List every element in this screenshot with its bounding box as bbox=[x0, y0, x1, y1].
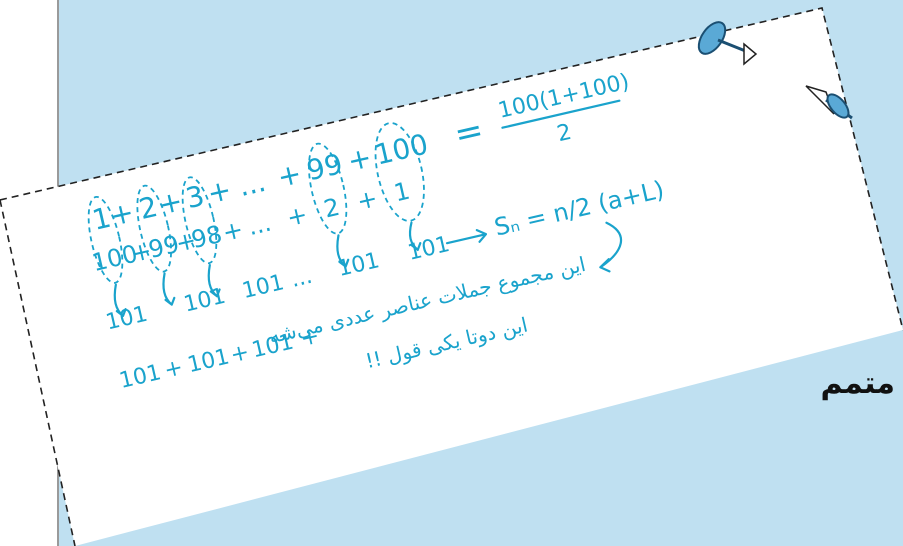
note-paper bbox=[0, 7, 903, 546]
term-1b: 1 bbox=[391, 177, 412, 208]
pushpin-icon bbox=[697, 21, 758, 66]
term-2b: 2 bbox=[321, 193, 342, 224]
term-98b: 98 bbox=[189, 220, 225, 254]
rhs-denominator: 2 bbox=[555, 120, 574, 148]
svg-text:+: + bbox=[162, 355, 186, 384]
term-99: 99 bbox=[304, 147, 346, 187]
svg-text:+: + bbox=[298, 324, 322, 353]
svg-text:+: + bbox=[228, 340, 252, 369]
side-label: متمم bbox=[820, 366, 895, 401]
term-99b: 99 bbox=[146, 230, 182, 264]
pushpin-icon bbox=[805, 85, 853, 120]
